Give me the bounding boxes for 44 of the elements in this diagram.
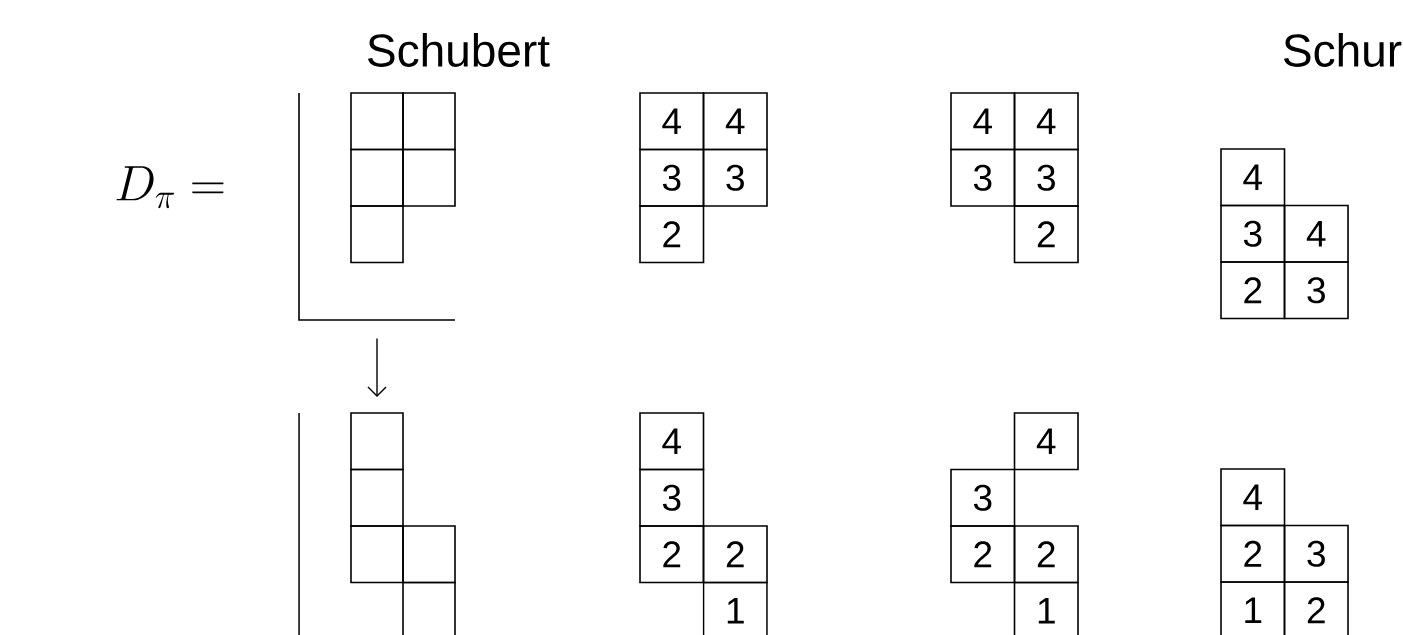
tableau-cell: 2 bbox=[950, 525, 1016, 584]
tableau-cell: 3 bbox=[1013, 148, 1079, 207]
tableau-cell: 4 bbox=[1220, 148, 1286, 207]
formula-label: $D_\pi =$ bbox=[116, 166, 224, 209]
tableau-cell: 3 bbox=[950, 148, 1016, 207]
tableau-cell: 3 bbox=[950, 468, 1016, 527]
tableau-cell: 4 bbox=[702, 92, 768, 151]
tableau-cell: 1 bbox=[702, 581, 768, 635]
diagram-cell bbox=[350, 412, 404, 471]
tableau-cell: 3 bbox=[702, 148, 768, 207]
tableau-cell: 4 bbox=[1013, 412, 1079, 471]
tableau-cell: 4 bbox=[1283, 204, 1349, 263]
diagram-cell bbox=[402, 525, 456, 584]
arrow bbox=[367, 337, 387, 397]
tableau-cell: 4 bbox=[1220, 468, 1286, 527]
diagram-cell bbox=[402, 92, 456, 151]
tableau-cell: 3 bbox=[1283, 261, 1349, 320]
diagram-cell bbox=[402, 148, 456, 207]
tableau-cell: 2 bbox=[1283, 581, 1349, 635]
tableau-cell: 2 bbox=[1013, 205, 1079, 264]
tableau-cell: 3 bbox=[1220, 204, 1286, 263]
tableau-cell: 3 bbox=[639, 148, 705, 207]
diagram-cell bbox=[350, 92, 404, 151]
tableau-cell: 4 bbox=[1013, 92, 1079, 151]
tableau-cell: 2 bbox=[1013, 525, 1079, 584]
tableau-cell: 2 bbox=[702, 525, 768, 584]
column-title: Schubert bbox=[368, 33, 550, 67]
diagram-cell bbox=[350, 468, 404, 527]
tableau-cell: 2 bbox=[1220, 524, 1286, 583]
column-title: Schur bbox=[1284, 33, 1402, 67]
tableau-cell: 4 bbox=[639, 412, 705, 471]
tableau-cell: 4 bbox=[950, 92, 1016, 151]
tableau-cell: 2 bbox=[639, 525, 705, 584]
tableau-cell: 2 bbox=[1220, 261, 1286, 320]
tableau-cell: 3 bbox=[1283, 524, 1349, 583]
tableau-cell: 1 bbox=[1013, 581, 1079, 635]
tableau-cell: 1 bbox=[1220, 581, 1286, 635]
tableau-cell: 2 bbox=[639, 205, 705, 264]
diagram-cell bbox=[350, 205, 404, 264]
diagram-cell bbox=[402, 581, 456, 635]
tableau-cell: 4 bbox=[639, 92, 705, 151]
diagram-cell bbox=[350, 148, 404, 207]
diagram-cell bbox=[350, 525, 404, 584]
tableau-cell: 3 bbox=[639, 468, 705, 527]
